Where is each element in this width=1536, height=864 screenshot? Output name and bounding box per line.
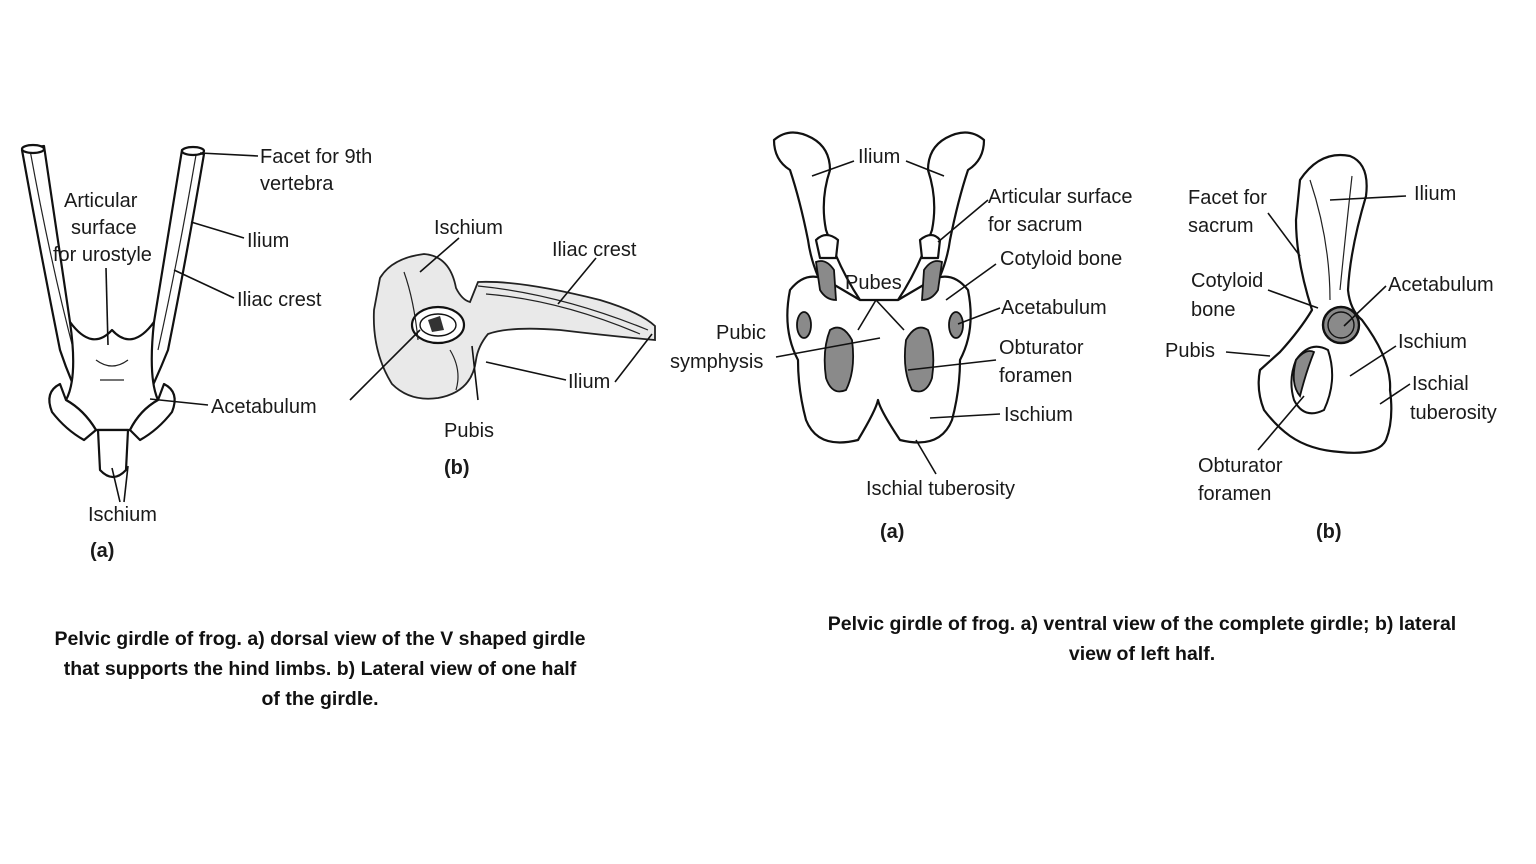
label-articular-line3: for urostyle — [53, 244, 152, 266]
label-rb-obturator-line1: Obturator — [1198, 455, 1283, 477]
sublabel-left-a: (a) — [90, 540, 114, 562]
left-a-labels: Facet for 9th vertebra Articular surface… — [53, 146, 372, 562]
label-rb-ischium: Ischium — [1398, 331, 1467, 353]
label-ra-obturator-line2: foramen — [999, 365, 1072, 387]
label-ra-ischium: Ischium — [1004, 404, 1073, 426]
right-a-drawing — [772, 131, 1001, 475]
label-facet-line1: Facet for 9th — [260, 146, 372, 168]
label-b-ilium: Ilium — [568, 371, 610, 393]
label-ra-pubic-line2: symphysis — [670, 351, 763, 373]
label-acetabulum: Acetabulum — [211, 396, 317, 418]
label-b-pubis: Pubis — [444, 420, 494, 442]
label-ilium: Ilium — [247, 230, 289, 252]
label-facet-line2: vertebra — [260, 173, 334, 195]
left-b-drawing — [349, 237, 656, 401]
label-ischium: Ischium — [88, 504, 157, 526]
label-ra-cotyloid: Cotyloid bone — [1000, 248, 1122, 270]
right-caption: Pelvic girdle of frog. a) ventral view o… — [780, 609, 1504, 669]
label-rb-facet-line2: sacrum — [1188, 215, 1254, 237]
label-b-iliac-crest: Iliac crest — [552, 239, 637, 261]
left-caption-line1: Pelvic girdle of frog. a) dorsal view of… — [54, 628, 586, 650]
label-rb-ilium: Ilium — [1414, 183, 1456, 205]
right-b-drawing — [1225, 153, 1411, 454]
label-rb-pubis: Pubis — [1165, 340, 1215, 362]
label-rb-cotyloid-line2: bone — [1191, 299, 1236, 321]
right-a-labels: Ilium Articular surface for sacrum Cotyl… — [670, 146, 1133, 543]
label-ra-obturator-line1: Obturator — [999, 337, 1084, 359]
sublabel-left-b: (b) — [444, 457, 470, 479]
label-articular-line1: Articular — [64, 190, 138, 212]
label-ra-pubic-line1: Pubic — [716, 322, 766, 344]
label-rb-obturator-line2: foramen — [1198, 483, 1271, 505]
label-ra-acetabulum: Acetabulum — [1001, 297, 1107, 319]
left-b-labels: Ischium Iliac crest Pubis Ilium (b) — [434, 217, 637, 479]
right-b-labels: Facet for sacrum Ilium Cotyloid bone Ace… — [1165, 183, 1497, 543]
label-rb-facet-line1: Facet for — [1188, 187, 1267, 209]
label-b-ischium: Ischium — [434, 217, 503, 239]
label-rb-ischial-line2: tuberosity — [1410, 402, 1497, 424]
label-ra-articular-line1: Articular surface — [988, 186, 1133, 208]
label-rb-cotyloid-line1: Cotyloid — [1191, 270, 1263, 292]
left-caption: Pelvic girdle of frog. a) dorsal view of… — [20, 624, 620, 714]
label-ra-ischial-tuberosity: Ischial tuberosity — [866, 478, 1015, 500]
label-rb-ischial-line1: Ischial — [1412, 373, 1469, 395]
label-ra-pubes: Pubes — [845, 272, 902, 294]
left-a-drawing — [20, 143, 259, 503]
sublabel-right-b: (b) — [1316, 521, 1342, 543]
label-ra-ilium: Ilium — [858, 146, 900, 168]
right-caption-line1: Pelvic girdle of frog. a) ventral view o… — [827, 613, 1457, 635]
right-caption-line2: view of left half. — [1068, 643, 1216, 665]
label-articular-line2: surface — [71, 217, 137, 239]
label-iliac-crest: Iliac crest — [237, 289, 322, 311]
label-rb-acetabulum: Acetabulum — [1388, 274, 1494, 296]
label-ra-articular-line2: for sacrum — [988, 214, 1082, 236]
left-caption-line2: that supports the hind limbs. b) Lateral… — [63, 658, 577, 680]
sublabel-right-a: (a) — [880, 521, 904, 543]
left-caption-line3: of the girdle. — [261, 688, 379, 710]
